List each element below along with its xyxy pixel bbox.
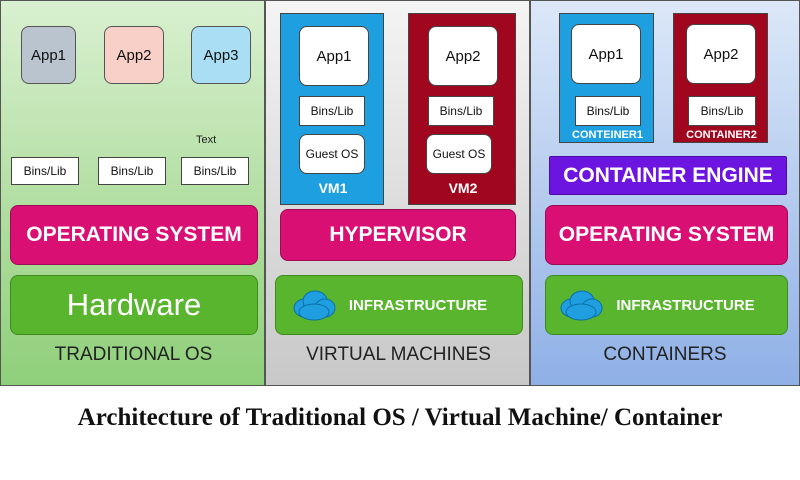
vm2-app-label: App2 [445, 47, 481, 65]
containers-panel: App1 Bins/Lib CONTEINER1 App2 Bins/Lib C… [530, 0, 800, 386]
container1-label: CONTEINER1 [572, 129, 643, 141]
bins-lib-box: Bins/Lib [181, 157, 249, 185]
vm2-app-box: App2 [428, 26, 498, 86]
vm1-app-box: App1 [299, 26, 369, 86]
vm2-bins-lib: Bins/Lib [428, 96, 494, 126]
app3-box: App3 [191, 26, 251, 84]
app2-label: App2 [116, 46, 152, 64]
vm-infrastructure-bar: INFRASTRUCTURE [275, 275, 523, 335]
container-operating-system-bar: OPERATING SYSTEM [545, 205, 788, 265]
container1-box: App1 Bins/Lib CONTEINER1 [559, 13, 654, 143]
container-infrastructure-bar: INFRASTRUCTURE [545, 275, 788, 335]
container1-bins-lib: Bins/Lib [575, 96, 641, 126]
vm1-label: VM1 [318, 180, 348, 196]
app1-label: App1 [30, 46, 67, 64]
container1-app-box: App1 [571, 24, 641, 84]
cloud-icon [293, 290, 336, 321]
app3-label: App3 [203, 46, 239, 64]
vm2-box: App2 Bins/Lib Guest OS VM2 [408, 13, 516, 205]
hardware-bar: Hardware [10, 275, 258, 335]
container2-box: App2 Bins/Lib CONTAINER2 [673, 13, 768, 143]
container2-bins-lib: Bins/Lib [688, 96, 756, 126]
hypervisor-bar: HYPERVISOR [280, 209, 516, 261]
container2-label: CONTAINER2 [686, 129, 757, 141]
traditional-os-panel: App1 App2 App3 Text Bins/Lib Bins/Lib Bi… [0, 0, 265, 386]
cloud-icon [560, 290, 603, 321]
vm1-box: App1 Bins/Lib Guest OS VM1 [280, 13, 384, 205]
traditional-os-caption: TRADITIONAL OS [54, 344, 213, 365]
container-infrastructure-label: INFRASTRUCTURE [616, 296, 755, 314]
bins-lib-box: Bins/Lib [11, 157, 79, 185]
vm1-guest-os: Guest OS [299, 134, 365, 174]
container2-app-label: App2 [703, 45, 739, 63]
vm2-guest-os: Guest OS [426, 134, 492, 174]
containers-caption: CONTAINERS [603, 344, 727, 365]
vm1-app-label: App1 [316, 47, 352, 65]
operating-system-bar: OPERATING SYSTEM [10, 205, 258, 265]
bins-lib-box: Bins/Lib [98, 157, 166, 185]
vm-infrastructure-label: INFRASTRUCTURE [348, 296, 488, 314]
container2-app-box: App2 [686, 24, 756, 84]
app2-box: App2 [104, 26, 164, 84]
virtual-machines-caption: VIRTUAL MACHINES [306, 344, 491, 365]
app1-box: App1 [21, 26, 76, 84]
vm1-bins-lib: Bins/Lib [299, 96, 365, 126]
vm2-label: VM2 [448, 180, 478, 196]
text-note: Text [196, 134, 217, 146]
diagram-title: Architecture of Traditional OS / Virtual… [77, 404, 723, 431]
virtual-machines-panel: App1 Bins/Lib Guest OS VM1 App2 Bins/Lib… [265, 0, 530, 386]
container-engine-bar: CONTAINER ENGINE [549, 156, 787, 195]
container1-app-label: App1 [588, 45, 624, 63]
